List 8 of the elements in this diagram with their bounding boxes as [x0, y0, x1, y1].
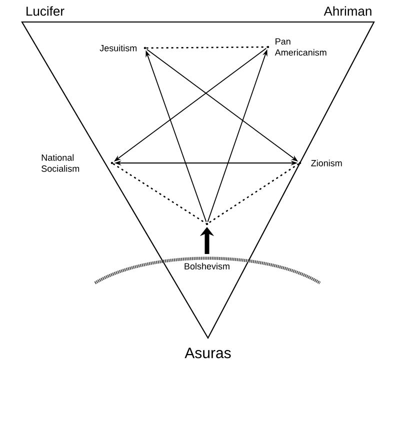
- vertex-label: National Socialism: [42, 154, 114, 172]
- corner-label: Asuras: [184, 348, 231, 358]
- vertex-label: Bolshevism: [184, 222, 230, 270]
- vertex-label: Jesuitism: [100, 44, 146, 52]
- vertex-label: Pan Americanism: [266, 38, 326, 56]
- vertex-label: Zionism: [298, 160, 342, 166]
- corner-label: Ahriman: [324, 6, 372, 16]
- corner-label: Lucifer: [26, 6, 64, 16]
